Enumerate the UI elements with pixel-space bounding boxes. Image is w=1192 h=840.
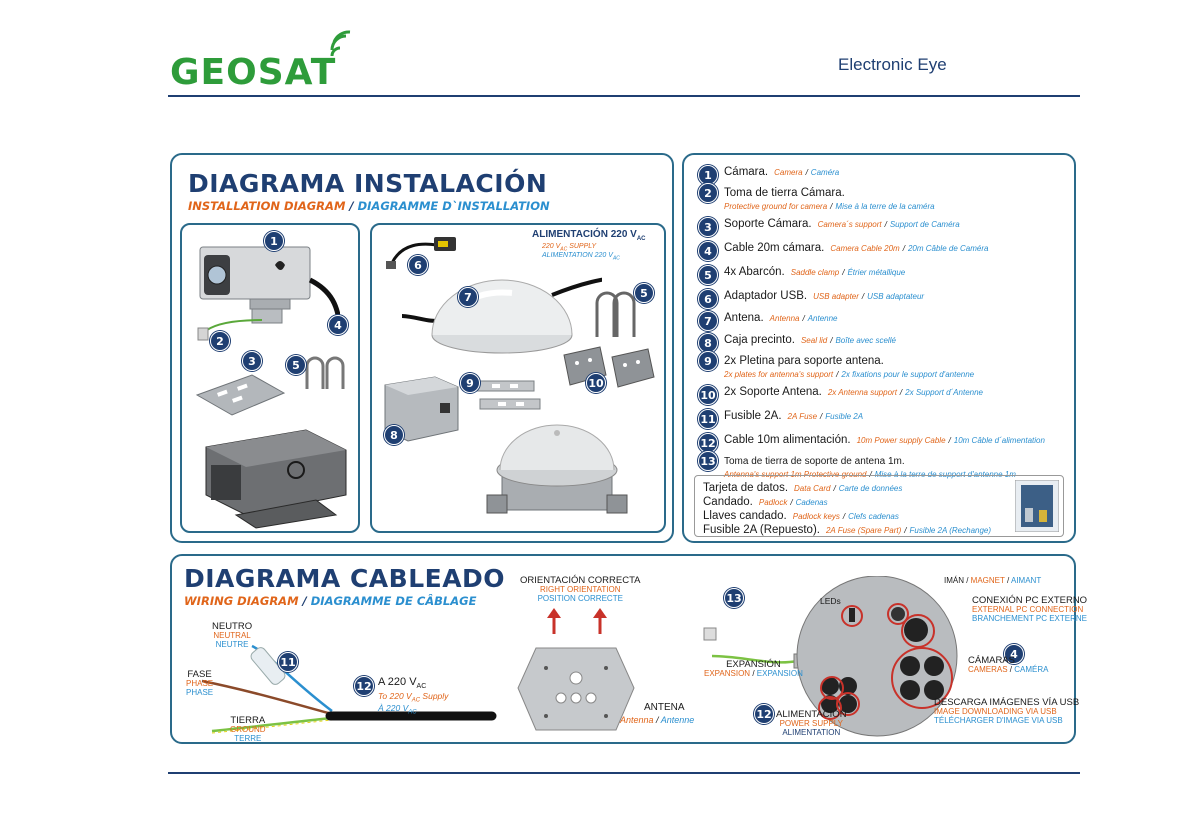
label-antena-trans: Antenna / Antenne: [620, 715, 695, 725]
connector-plate-image: [703, 576, 958, 737]
badge-10: 10: [586, 373, 606, 393]
antenna-parts-box: ALIMENTACIÓN 220 VAC 220 VAC SUPPLY ALIM…: [370, 223, 666, 533]
u-bolts-image: [595, 291, 636, 337]
badge-7: 7: [458, 287, 478, 307]
antenna-assembled-image: [486, 424, 628, 514]
badge-9: 9: [460, 373, 480, 393]
extra-item-keys: Llaves candado.Padlock keys/Clefs cadena…: [703, 510, 899, 522]
extra-item-spare-fuse: Fusible 2A (Repuesto).2A Fuse (Spare Par…: [703, 524, 992, 536]
label-leds: LEDs: [820, 596, 841, 606]
header-rule: [168, 95, 1080, 97]
badge-11-wiring: 11: [278, 652, 298, 672]
supply-fr: ALIMENTATION 220 VAC: [542, 252, 620, 262]
accessories-photo: [1015, 480, 1059, 532]
label-supply: A 220 VAC: [378, 676, 427, 691]
badge-5b: 5: [634, 283, 654, 303]
badge-8: 8: [384, 425, 404, 445]
camera-parts-box: 1 2 4 3 5: [180, 223, 360, 533]
supply-title: ALIMENTACIÓN 220 VAC: [532, 229, 646, 242]
footer-rule: [168, 772, 1080, 774]
saddle-clamp-image: [305, 356, 345, 389]
badge-13-wiring: 13: [724, 588, 744, 608]
badge-3: 3: [242, 351, 262, 371]
wiring-panel: DIAGRAMA CABLEADO WIRING DIAGRAM / DIAGR…: [170, 554, 1087, 744]
wiring-subtitle: WIRING DIAGRAM / DIAGRAMME DE CÂBLAGE: [184, 594, 477, 608]
extra-item-data-card: Tarjeta de datos.Data Card/Carte de donn…: [703, 482, 903, 494]
antenna-base-plate-image: [517, 647, 635, 731]
orientation-arrows-icon: [547, 608, 607, 634]
badge-4-wiring: 4: [1004, 644, 1024, 664]
camera-housing-image: [205, 429, 347, 529]
geosat-logo: GEOSAT: [170, 30, 360, 93]
extra-item-padlock: Candado.Padlock/Cadenas: [703, 496, 828, 508]
extras-box: Tarjeta de datos.Data Card/Carte de donn…: [694, 475, 1064, 537]
plates-image: [473, 380, 541, 410]
brand-name: Electronic Eye: [838, 55, 947, 74]
label-supply-fr: À 220 VAC: [378, 703, 417, 716]
installation-panel: DIAGRAMA INSTALACIÓN INSTALLATION DIAGRA…: [170, 153, 674, 543]
badge-12-power: 12: [754, 704, 774, 724]
wiring-title: DIAGRAMA CABLEADO: [184, 564, 506, 593]
label-supply-en: To 220 VAC Supply: [378, 691, 449, 704]
camera-image: [199, 246, 340, 335]
ground-wire-image: [197, 319, 262, 341]
install-title: DIAGRAMA INSTALACIÓN: [188, 169, 548, 198]
badge-6: 6: [408, 255, 428, 275]
usb-adapter-image: [386, 237, 456, 269]
badge-5a: 5: [286, 355, 306, 375]
label-antena: ANTENA: [644, 702, 685, 713]
signal-waves-icon: [330, 30, 351, 57]
badge-12-wiring: 12: [354, 676, 374, 696]
label-iman: IMÁN / MAGNET / AIMANT: [944, 576, 1042, 585]
badge-2: 2: [210, 331, 230, 351]
badge-1: 1: [264, 231, 284, 251]
install-subtitle: INSTALLATION DIAGRAM / DIAGRAMME D`INSTA…: [188, 199, 550, 213]
supply-en: 220 VAC SUPPLY: [542, 243, 597, 253]
antenna-support-image: [563, 346, 655, 388]
badge-4: 4: [328, 315, 348, 335]
logo-text: GEOSAT: [170, 52, 337, 93]
camera-support-image: [195, 374, 286, 416]
